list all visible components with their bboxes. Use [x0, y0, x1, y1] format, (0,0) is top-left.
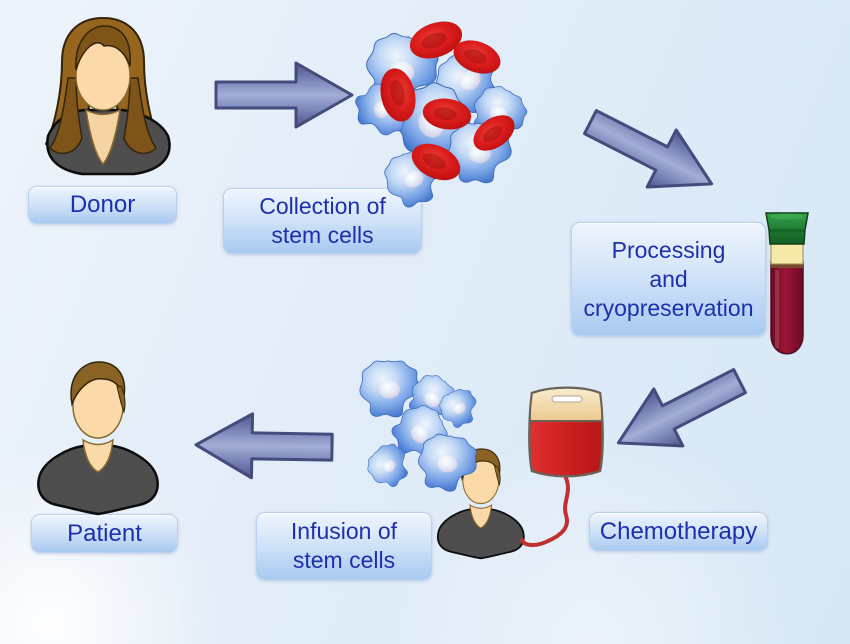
arrow-processing-to-chemotherapy — [602, 351, 756, 473]
stem-cell-cluster — [352, 21, 534, 213]
test-tube-icon — [765, 212, 809, 355]
collection-label-line2: stem cells — [271, 222, 374, 248]
collection-label-line1: Collection of — [259, 193, 386, 219]
chemo-patient-figure — [436, 447, 525, 560]
arrow-infusion-to-patient — [193, 411, 335, 481]
processing-label: Processing and cryopreservation — [571, 222, 766, 336]
patient-label-text: Patient — [67, 519, 142, 547]
processing-label-line1: Processing — [611, 236, 726, 263]
donor-label-text: Donor — [69, 191, 136, 218]
infusion-label-line1: Infusion of — [290, 518, 398, 544]
donor-figure — [44, 16, 171, 176]
donor-label: Donor — [28, 186, 177, 224]
collection-label: Collection of stem cells — [223, 188, 422, 254]
infusion-label: Infusion of stem cells — [256, 512, 432, 580]
patient-label: Patient — [31, 514, 178, 553]
chemotherapy-label-text: Chemotherapy — [599, 517, 758, 545]
infusion-label-line2: stem cells — [292, 547, 396, 573]
chemotherapy-label: Chemotherapy — [589, 512, 768, 551]
processing-label-line3: cryopreservation — [583, 294, 754, 321]
arrow-donor-to-collection — [214, 61, 354, 129]
processing-label-line2: and — [649, 265, 688, 292]
infused-stem-cells — [359, 360, 484, 496]
red-blood-cells — [380, 21, 515, 181]
patient-figure — [37, 360, 159, 516]
arrow-collection-to-processing — [574, 92, 728, 214]
